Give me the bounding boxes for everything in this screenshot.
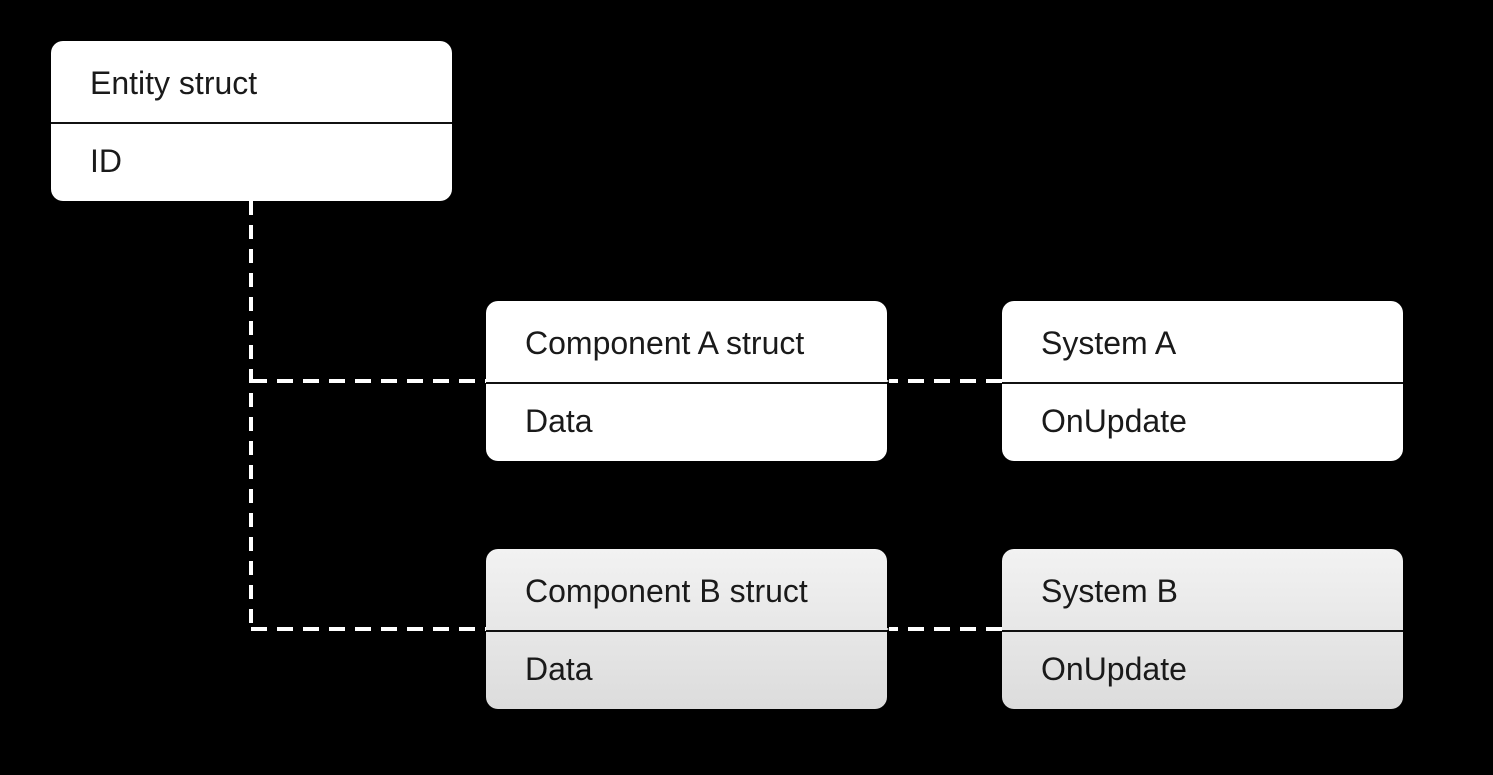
component-a-divider	[486, 382, 887, 384]
component-b-title: Component B struct	[525, 573, 808, 609]
entity-struct-box: Entity struct ID	[51, 41, 452, 201]
entity-divider	[51, 122, 452, 124]
component-a-struct-box: Component A struct Data	[486, 301, 887, 461]
component-b-struct-box: Component B struct Data	[486, 549, 887, 709]
system-b-title: System B	[1041, 573, 1178, 609]
component-b-field: Data	[525, 651, 593, 687]
system-b-field: OnUpdate	[1041, 651, 1187, 687]
system-a-title: System A	[1041, 325, 1177, 361]
system-a-divider	[1002, 382, 1403, 384]
component-a-title: Component A struct	[525, 325, 805, 361]
entity-field: ID	[90, 143, 122, 179]
component-a-field: Data	[525, 403, 593, 439]
system-b-box: System B OnUpdate	[1002, 549, 1403, 709]
entity-title: Entity struct	[90, 65, 258, 101]
system-a-box: System A OnUpdate	[1002, 301, 1403, 461]
component-b-divider	[486, 630, 887, 632]
system-b-divider	[1002, 630, 1403, 632]
system-a-field: OnUpdate	[1041, 403, 1187, 439]
